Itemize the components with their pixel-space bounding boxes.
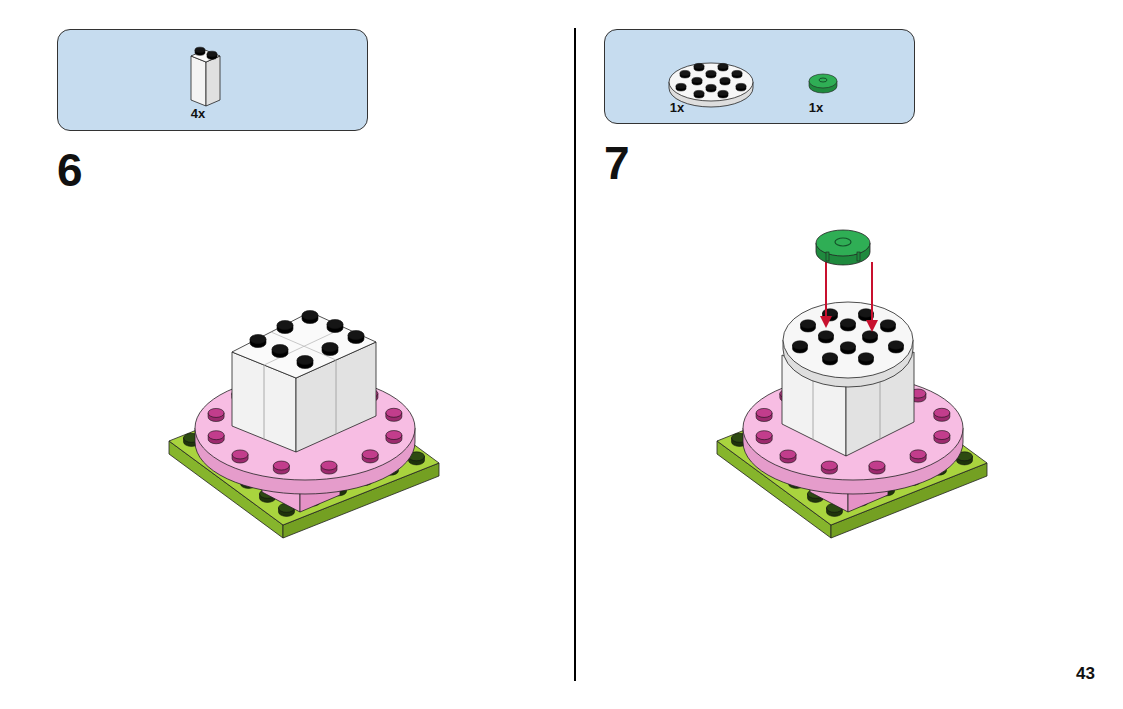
page-number: 43 bbox=[1076, 664, 1095, 684]
parts-callout-box: 4x bbox=[57, 29, 368, 131]
step-number: 6 bbox=[57, 143, 83, 197]
step-number: 7 bbox=[604, 136, 630, 190]
quantity-label: 1x bbox=[809, 100, 823, 115]
quantity-label: 4x bbox=[191, 106, 205, 121]
part-icon bbox=[605, 30, 916, 125]
parts-callout-box: 1x 1x bbox=[604, 29, 915, 124]
part-icon bbox=[58, 30, 369, 132]
quantity-label: 1x bbox=[670, 100, 684, 115]
